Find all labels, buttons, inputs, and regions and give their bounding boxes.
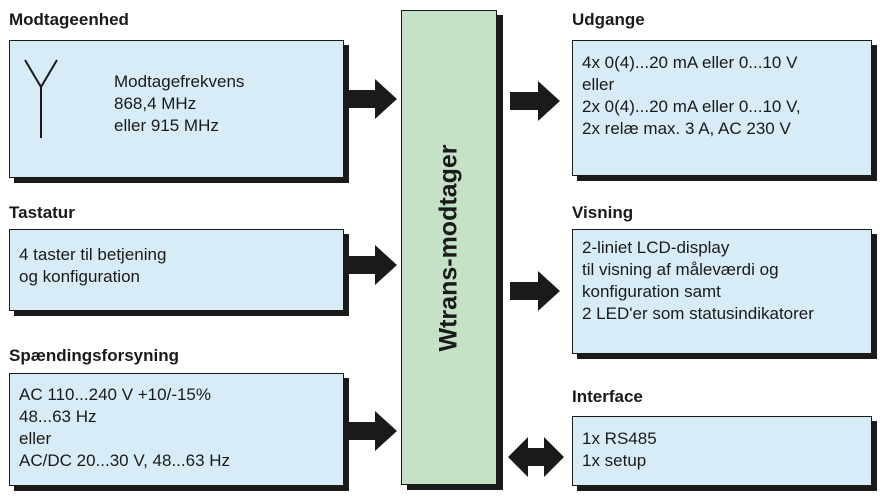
outputs-line-1: 4x 0(4)...20 mA eller 0...10 V <box>582 53 798 72</box>
outputs-line-2: eller <box>582 75 615 94</box>
receiver-box: Modtagefrekvens 868,4 MHz eller 915 MHz <box>9 40 344 178</box>
receiver-heading: Modtageenhed <box>9 10 129 29</box>
interface-line-2: 1x setup <box>582 451 647 470</box>
outputs-heading: Udgange <box>572 10 645 29</box>
outputs-line-3: 2x 0(4)...20 mA eller 0...10 V, <box>582 97 801 116</box>
interface-heading: Interface <box>572 387 643 406</box>
interface-line-1: 1x RS485 <box>582 429 657 448</box>
keypad-line-1: 4 taster til betjening <box>19 245 167 264</box>
keypad-box: 4 taster til betjening og konfiguration <box>9 229 344 311</box>
arrow-center-interface-bidirectional <box>508 437 564 477</box>
outputs-box: 4x 0(4)...20 mA eller 0...10 V eller 2x … <box>572 40 872 176</box>
power-box: AC 110...240 V +10/-15% 48...63 Hz eller… <box>9 373 344 486</box>
receiver-line-2: 868,4 MHz <box>114 94 197 113</box>
display-text: 2-liniet LCD-display til visning af måle… <box>582 237 814 325</box>
receiver-line-3: eller 915 MHz <box>114 116 219 135</box>
keypad-line-2: og konfiguration <box>19 267 140 286</box>
display-line-4: 2 LED'er som statusindikatorer <box>582 304 814 323</box>
antenna-icon <box>24 59 58 138</box>
keypad-heading: Tastatur <box>9 203 75 222</box>
power-line-1: AC 110...240 V +10/-15% <box>19 385 212 404</box>
display-heading: Visning <box>572 203 634 222</box>
arrow-keypad-to-center <box>347 245 397 285</box>
power-line-4: AC/DC 20...30 V, 48...63 Hz <box>19 451 231 470</box>
arrow-receiver-to-center <box>347 79 397 119</box>
center-label: Wtrans-modtager <box>434 144 463 351</box>
power-line-2: 48...63 Hz <box>19 407 97 426</box>
arrow-center-to-outputs <box>510 81 560 121</box>
power-line-3: eller <box>19 429 52 448</box>
arrow-power-to-center <box>347 411 397 451</box>
keypad-text: 4 taster til betjening og konfiguration <box>19 244 166 288</box>
power-text: AC 110...240 V +10/-15% 48...63 Hz eller… <box>19 384 230 472</box>
display-line-3: konfiguration samt <box>582 282 721 301</box>
display-box: 2-liniet LCD-display til visning af måle… <box>572 229 872 354</box>
power-heading: Spændingsforsyning <box>9 346 179 365</box>
receiver-text: Modtagefrekvens 868,4 MHz eller 915 MHz <box>114 71 244 137</box>
display-line-1: 2-liniet LCD-display <box>582 238 730 257</box>
display-line-2: til visning af måleværdi og <box>582 260 779 279</box>
interface-text: 1x RS485 1x setup <box>582 428 657 472</box>
arrow-center-to-display <box>510 271 560 311</box>
outputs-text: 4x 0(4)...20 mA eller 0...10 V eller 2x … <box>582 52 801 140</box>
outputs-line-4: 2x relæ max. 3 A, AC 230 V <box>582 119 791 138</box>
wtrans-receiver-block: Wtrans-modtager <box>401 10 497 485</box>
interface-box: 1x RS485 1x setup <box>572 416 872 486</box>
receiver-line-1: Modtagefrekvens <box>114 72 245 91</box>
